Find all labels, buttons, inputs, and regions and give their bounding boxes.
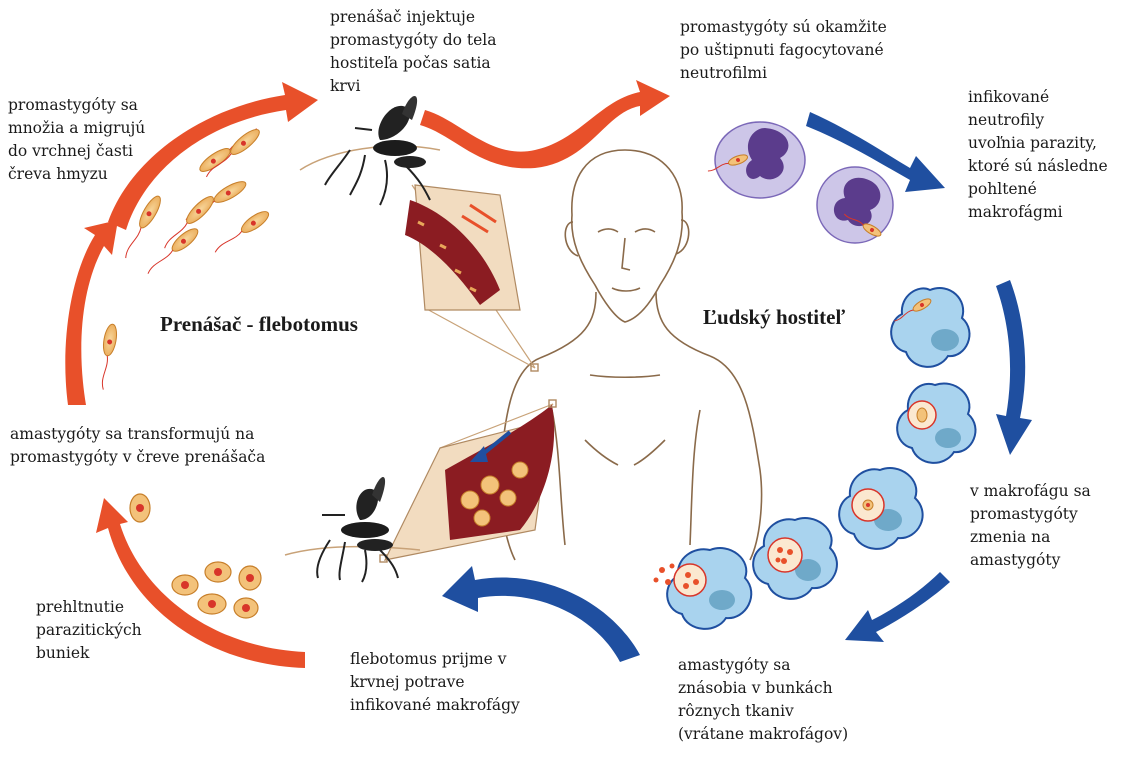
label-amastigote-transform: amastygóty sa transformujú na promastygó…: [10, 423, 265, 469]
label-neutrophils-release: infikované neutrofily uvoľnia parazity, …: [968, 86, 1108, 224]
label-blood-meal: flebotomus prijme v krvnej potrave infik…: [350, 648, 520, 717]
injection-zoom: [405, 185, 538, 371]
label-multiply-migrate: promastygóty sa množia a migrujú do vrch…: [8, 94, 145, 186]
vector-cycle-arrows: [65, 80, 670, 668]
host-section-title: Ľudský hostiteľ: [703, 305, 845, 330]
arrow-down-right: [996, 280, 1032, 455]
label-transform-in-macrophage: v makrofágu sa promastygóty zmenia na am…: [970, 480, 1091, 572]
blood-meal-zoom: [380, 400, 556, 562]
arrow-to-multiply: [845, 572, 950, 642]
label-phagocytosed: promastygóty sú okamžite po uštipnuti fa…: [680, 16, 887, 85]
label-multiply-tissues: amastygóty sa znásobia v bunkách rôznych…: [678, 654, 848, 746]
vector-section-title: Prenášač - flebotomus: [160, 312, 358, 337]
label-ingestion: prehltnutie parazitických buniek: [36, 596, 142, 665]
neutrophils: [707, 122, 893, 243]
arrow-up-left: [65, 220, 118, 405]
macrophages: [667, 288, 975, 629]
label-injection: prenášač injektuje promastygóty do tela …: [330, 6, 497, 98]
